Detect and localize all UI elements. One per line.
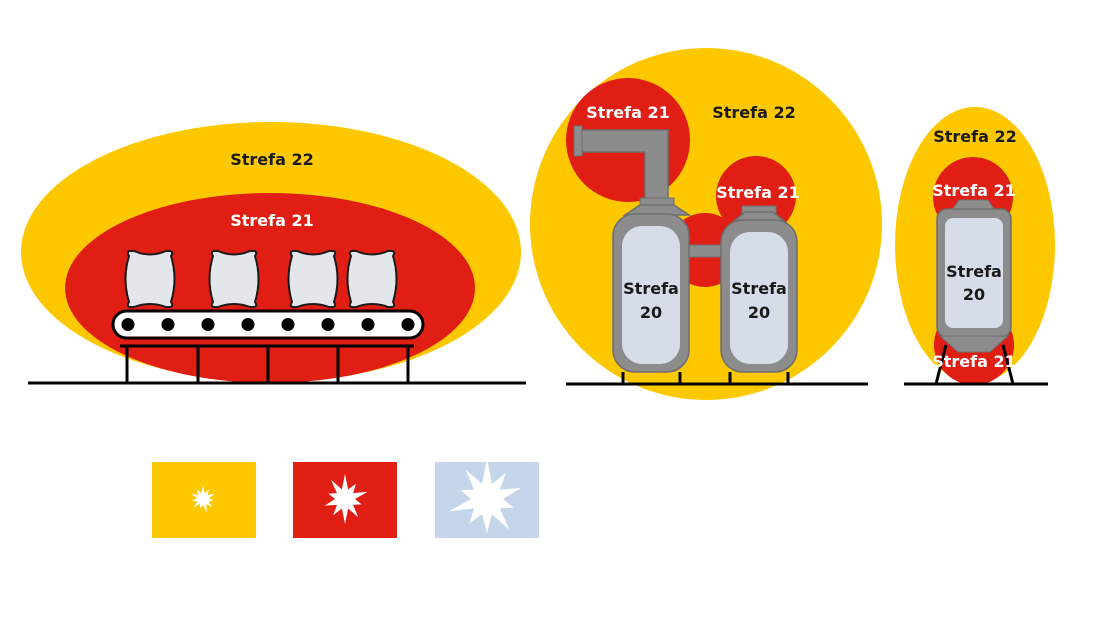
- sack: [287, 249, 339, 309]
- legend: [152, 459, 539, 538]
- explosion-small-icon: [190, 485, 216, 513]
- hopper-zone-22-label: Strefa 22: [933, 127, 1017, 146]
- conveyor-scene: Strefa 22 Strefa 21: [21, 122, 526, 385]
- silo-tank-right-label-1: Strefa: [731, 279, 787, 298]
- silo-zone-22-label: Strefa 22: [712, 103, 796, 122]
- legend-zone-22: [152, 462, 256, 538]
- sack: [346, 249, 398, 309]
- conveyor-zone-21-label: Strefa 21: [230, 211, 314, 230]
- sack: [208, 249, 260, 309]
- conveyor-roller: [321, 318, 335, 331]
- conveyor-roller: [241, 318, 255, 331]
- conveyor-roller: [401, 318, 415, 331]
- conveyor-roller: [281, 318, 295, 331]
- conveyor-roller: [121, 318, 135, 331]
- sack-group: [124, 249, 398, 309]
- hopper-zone-21-top-label: Strefa 21: [932, 181, 1016, 200]
- conveyor-rollers: [121, 318, 415, 331]
- hopper-tank-label-2: 20: [963, 285, 985, 304]
- hopper-zone-21-bottom-label: Strefa 21: [932, 352, 1016, 371]
- silo-zone-21-right-label: Strefa 21: [716, 183, 800, 202]
- sack: [124, 249, 176, 309]
- explosion-large-icon: [449, 459, 522, 533]
- conveyor-roller: [361, 318, 375, 331]
- legend-zone-20: [435, 459, 539, 538]
- conveyor-roller: [201, 318, 215, 331]
- legend-zone-21: [293, 462, 397, 538]
- silo-tank-right-label-2: 20: [748, 303, 770, 322]
- silo-scene: Strefa 20 Strefa 20 Strefa 21 Strefa 22 …: [530, 48, 882, 400]
- silo-tank-left-label-1: Strefa: [623, 279, 679, 298]
- silo-tank-left: Strefa 20: [612, 204, 692, 384]
- silo-tank-left-label-2: 20: [640, 303, 662, 322]
- hopper-tank-label-1: Strefa: [946, 262, 1002, 281]
- silo-tank-right: Strefa 20: [720, 205, 798, 384]
- hopper-scene: Strefa 20 Strefa 22 Strefa 21 Strefa 21: [895, 107, 1055, 386]
- conveyor-zone-22-label: Strefa 22: [230, 150, 314, 169]
- conveyor-belt: [111, 309, 425, 340]
- silo-zone-21-left-label: Strefa 21: [586, 103, 670, 122]
- explosion-medium-icon: [324, 474, 368, 524]
- conveyor-roller: [161, 318, 175, 331]
- silo-connecting-pipe: [687, 244, 725, 258]
- conveyor-legs: [125, 346, 410, 383]
- hopper-vessel: Strefa 20: [934, 199, 1015, 385]
